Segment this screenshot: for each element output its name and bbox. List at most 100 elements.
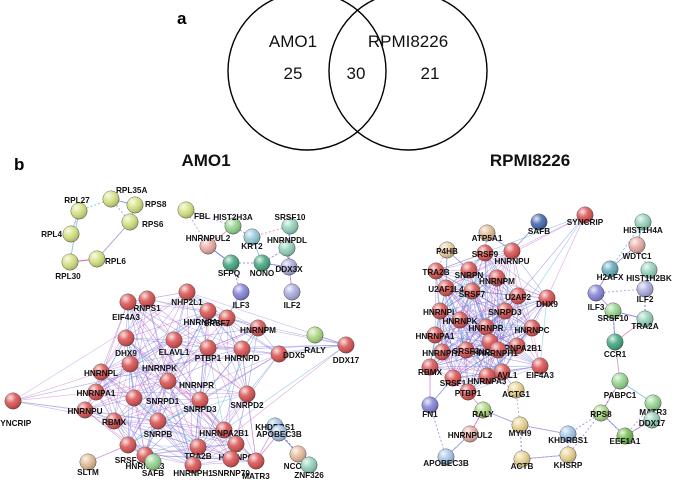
interaction-edge [226,317,347,346]
interaction-edge [434,295,519,336]
node-label-snrpd3: SNRPD3 [183,405,217,414]
interaction-edge [486,327,533,377]
interaction-edge [113,399,201,422]
interaction-edge [246,353,280,395]
interaction-edge [133,298,148,399]
node-shine [431,302,449,320]
interaction-edge [207,347,248,395]
node-shine [92,363,110,381]
node-shine [119,436,137,454]
node-label-rbmx: RBMX [102,418,127,427]
node-label-ddx17: DDX17 [333,356,360,365]
interaction-edge [511,214,586,252]
interaction-edge [125,291,188,339]
node-shine [507,381,525,399]
node-shine [117,329,135,347]
node-label-syncrip: SYNCRIP [0,419,32,428]
venn-count-intersection: 30 [347,64,366,83]
interaction-edge [439,295,519,312]
node-shine [199,339,217,357]
interaction-edge [467,214,586,393]
node-shine [433,343,451,361]
node-shine [463,282,481,300]
node-label-eef1a1: EEF1A1 [610,437,641,446]
node-label-rps8: RPS8 [590,410,612,419]
interaction-edge [127,301,232,460]
interaction-edge [167,380,194,466]
interaction-edge [429,365,541,368]
node-shine [503,242,521,260]
node-shine [538,289,556,307]
node-shine [189,438,207,456]
interaction-edge [127,380,169,446]
interaction-edge [434,270,437,336]
panel-a-letter: a [177,9,187,28]
node-shine [149,412,167,430]
interaction-edge [125,310,209,339]
node-label-actb: ACTB [511,462,534,471]
node-shine [476,244,494,262]
interaction-edge [223,348,243,431]
node-label-hnrnpdl: HNRNPDL [267,236,307,245]
interaction-edge [434,326,487,336]
node-shine [459,383,477,401]
node-label-dhx9: DHX9 [115,349,137,358]
node-shine [640,261,658,279]
interaction-edge [125,337,201,401]
node-label-hnrnpa1: HNRNPA1 [416,332,455,341]
node-shine [243,228,261,246]
node-label-syncrip: SYNCRIP [567,218,604,227]
node-shine [628,236,646,254]
venn-count-amo1-only: 25 [284,64,303,83]
node-label-rpl6: RPL6 [105,257,126,266]
interaction-edge [12,371,102,402]
node-label-srsf1: SRSF1 [440,379,467,388]
node-label-rnps1: RNPS1 [133,304,161,313]
node-label-hnrnpd: HNRNPD [224,354,259,363]
interaction-edge [84,409,159,422]
node-shine [474,401,492,419]
node-label-raly: RALY [304,346,326,355]
interaction-edge [133,397,194,466]
interaction-edge [511,250,548,299]
interaction-edge [167,380,248,395]
node-label-apobec3b: APOBEC3B [256,430,302,439]
node-shine [247,452,265,470]
node-label-fn1: FN1 [422,410,438,419]
interaction-edge [434,290,473,336]
node-shine [121,355,139,373]
network-title-amo1: AMO1 [181,151,230,170]
interaction-edge [95,391,159,422]
node-shine [509,287,527,305]
node-shine [238,385,256,403]
node-label-apobec3b: APOBEC3B [423,459,469,468]
node-shine [125,389,143,407]
node-label-ilf2: ILF2 [284,301,301,310]
node-shine [178,283,196,301]
interaction-edge [471,250,513,292]
interaction-edge [84,409,129,446]
interaction-edge [167,348,243,382]
interaction-edge [257,327,347,346]
interaction-edge [452,341,491,379]
node-label-hnrnpul2: HNRNPUL2 [448,431,493,440]
interaction-edge [459,295,519,321]
node-shine [437,448,455,466]
interaction-edge [100,344,347,373]
node-shine [496,302,514,320]
interaction-edge [471,290,548,299]
node-label-myh9: MYH9 [509,429,532,438]
venn-circle-amo1 [227,0,387,151]
node-shine [508,337,526,355]
node-shine [62,225,80,243]
node-label-hnrnpa3: HNRNPA3 [126,462,165,471]
node-shine [438,241,456,259]
interaction-edge [241,344,347,350]
node-shine [531,357,549,375]
interaction-edge [186,291,194,466]
interaction-edge [95,380,169,393]
node-label-u2af1l4: U2AF1L4 [428,285,464,294]
